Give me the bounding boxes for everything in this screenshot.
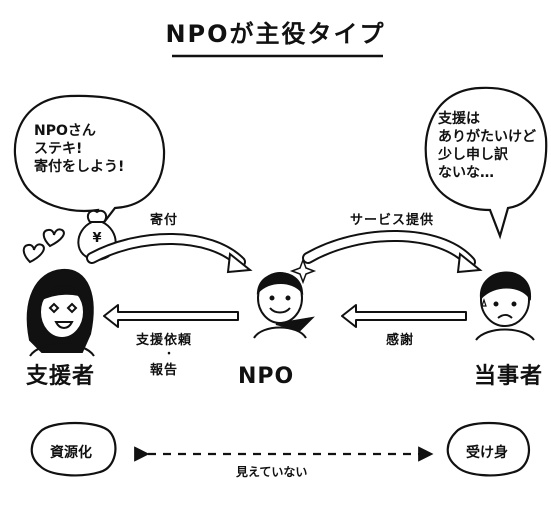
- supporter-bubble-text: NPOさん ステキ! 寄付をしよう!: [34, 123, 125, 175]
- beneficiary-bubble-text: 支援は ありがたいけど 少し申し訳 ないな…: [438, 111, 536, 181]
- beneficiary-label: 当事者: [474, 364, 544, 389]
- donation-label: 寄付: [150, 213, 179, 228]
- service-label: サービス提供: [350, 213, 435, 228]
- heart-icon: [42, 228, 65, 248]
- beneficiary-figure: [475, 271, 535, 341]
- resource-oval-text: 資源化: [50, 445, 92, 461]
- thanks-arrow: [341, 304, 467, 328]
- request-label-line1: 支援依頼: [136, 333, 193, 348]
- npo-figure: [253, 257, 317, 339]
- supporter-figure: [26, 268, 95, 357]
- yen-symbol: ¥: [92, 231, 102, 246]
- passive-oval-text: 受け身: [466, 445, 508, 461]
- request-label-dot: ・: [164, 349, 175, 360]
- thanks-label: 感謝: [386, 333, 415, 348]
- passive-oval: [446, 422, 531, 477]
- heart-icon: [22, 243, 45, 264]
- request-label-line2: 報告: [150, 363, 179, 378]
- request-arrow: [103, 304, 239, 328]
- donation-arrow: [86, 233, 253, 274]
- page-title: NPOが主役タイプ: [165, 20, 386, 48]
- service-arrow: [302, 230, 483, 274]
- beneficiary-speech-bubble: [424, 86, 548, 240]
- npo-label: NPO: [238, 364, 295, 389]
- invisible-label: 見えていない: [236, 465, 308, 479]
- supporter-label: 支援者: [26, 364, 96, 389]
- resource-oval: [30, 421, 117, 477]
